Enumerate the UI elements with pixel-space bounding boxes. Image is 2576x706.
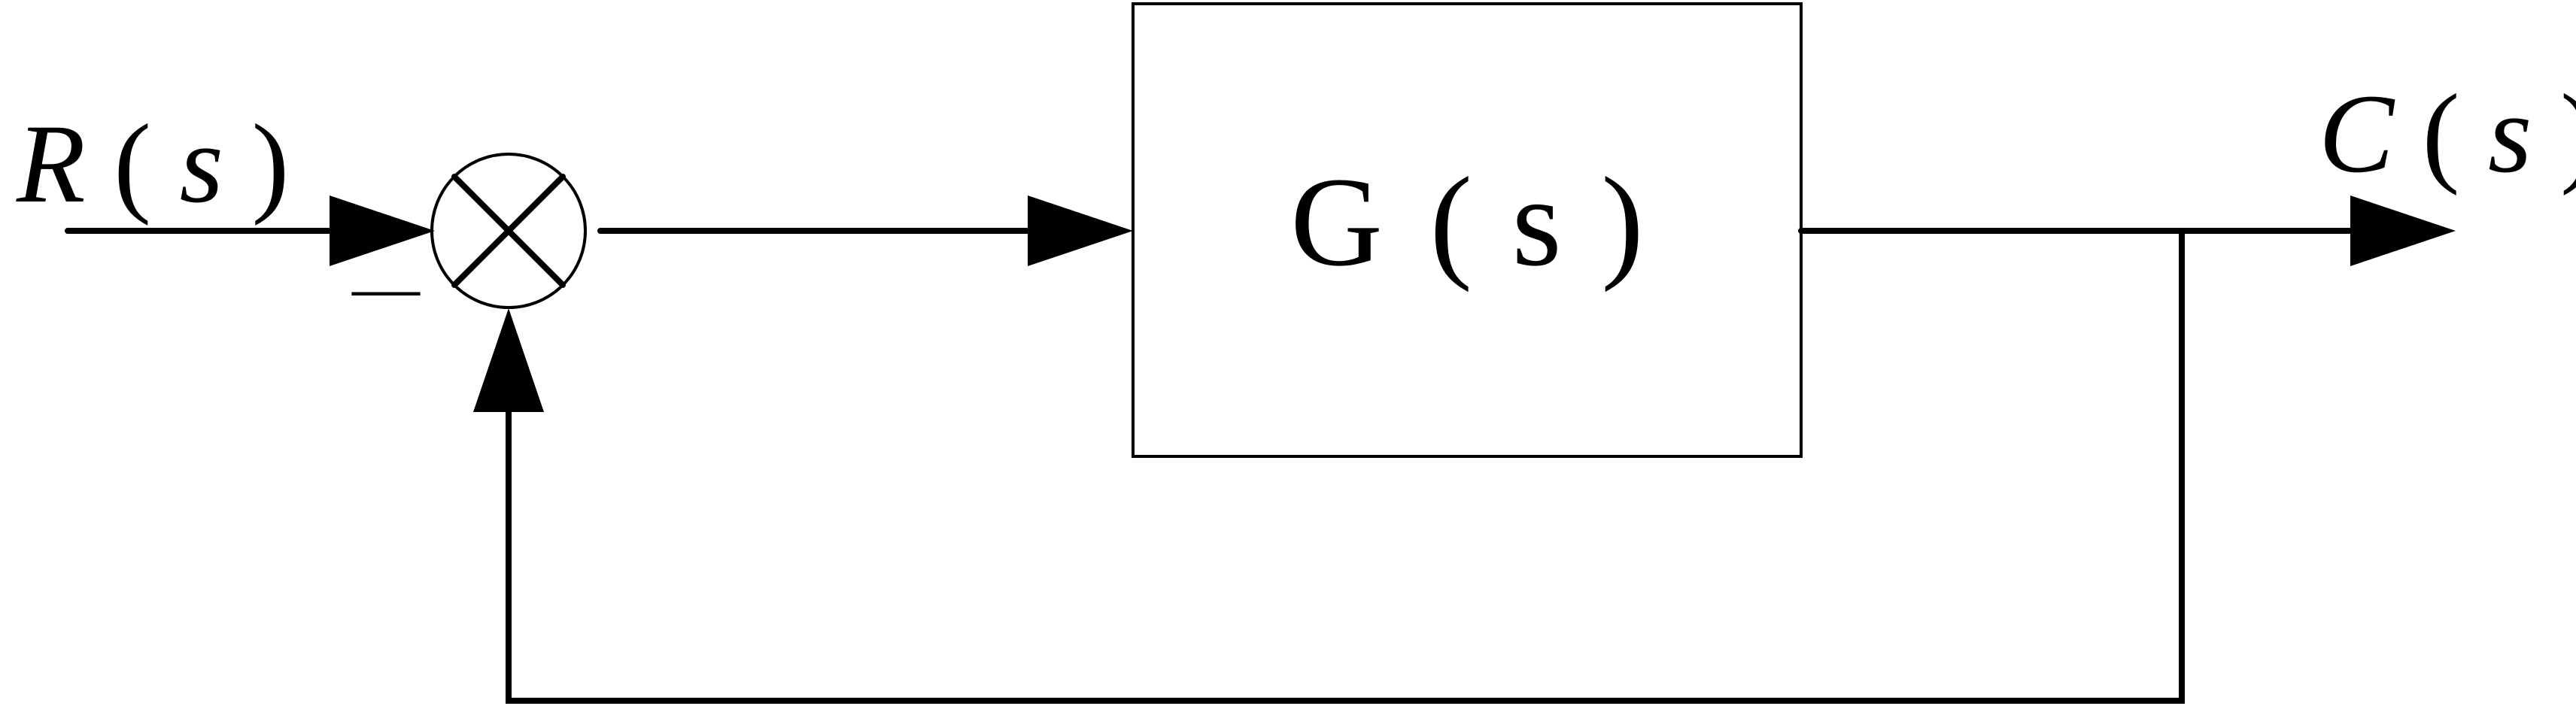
feedback-minus-sign: — [351,250,421,325]
output-label-var: s [2488,71,2532,196]
block-label-close-paren: ) [1601,151,1644,292]
block-label-open-paren: ( [1429,151,1472,292]
output-label-close-paren: ) [2560,71,2576,196]
block-label-var: s [1512,151,1562,292]
input-arrowhead [330,195,435,266]
output-arrowhead [2350,195,2456,266]
feedback-path [506,228,2185,704]
input-label-var: s [180,102,223,226]
input-label-open-paren: ( [114,102,151,226]
output-label: C ( s ) [2319,71,2576,196]
input-label: R ( s ) [16,102,289,226]
block-label: G ( s ) [1290,151,1644,292]
input-label-name: R [16,102,86,226]
output-label-name: C [2319,71,2395,196]
forward-arrowhead [1028,195,1133,266]
summing-junction [430,153,587,309]
feedback-arrowhead [473,308,544,412]
block-label-name: G [1290,151,1383,292]
output-label-open-paren: ( [2423,71,2460,196]
input-label-close-paren: ) [251,102,289,226]
